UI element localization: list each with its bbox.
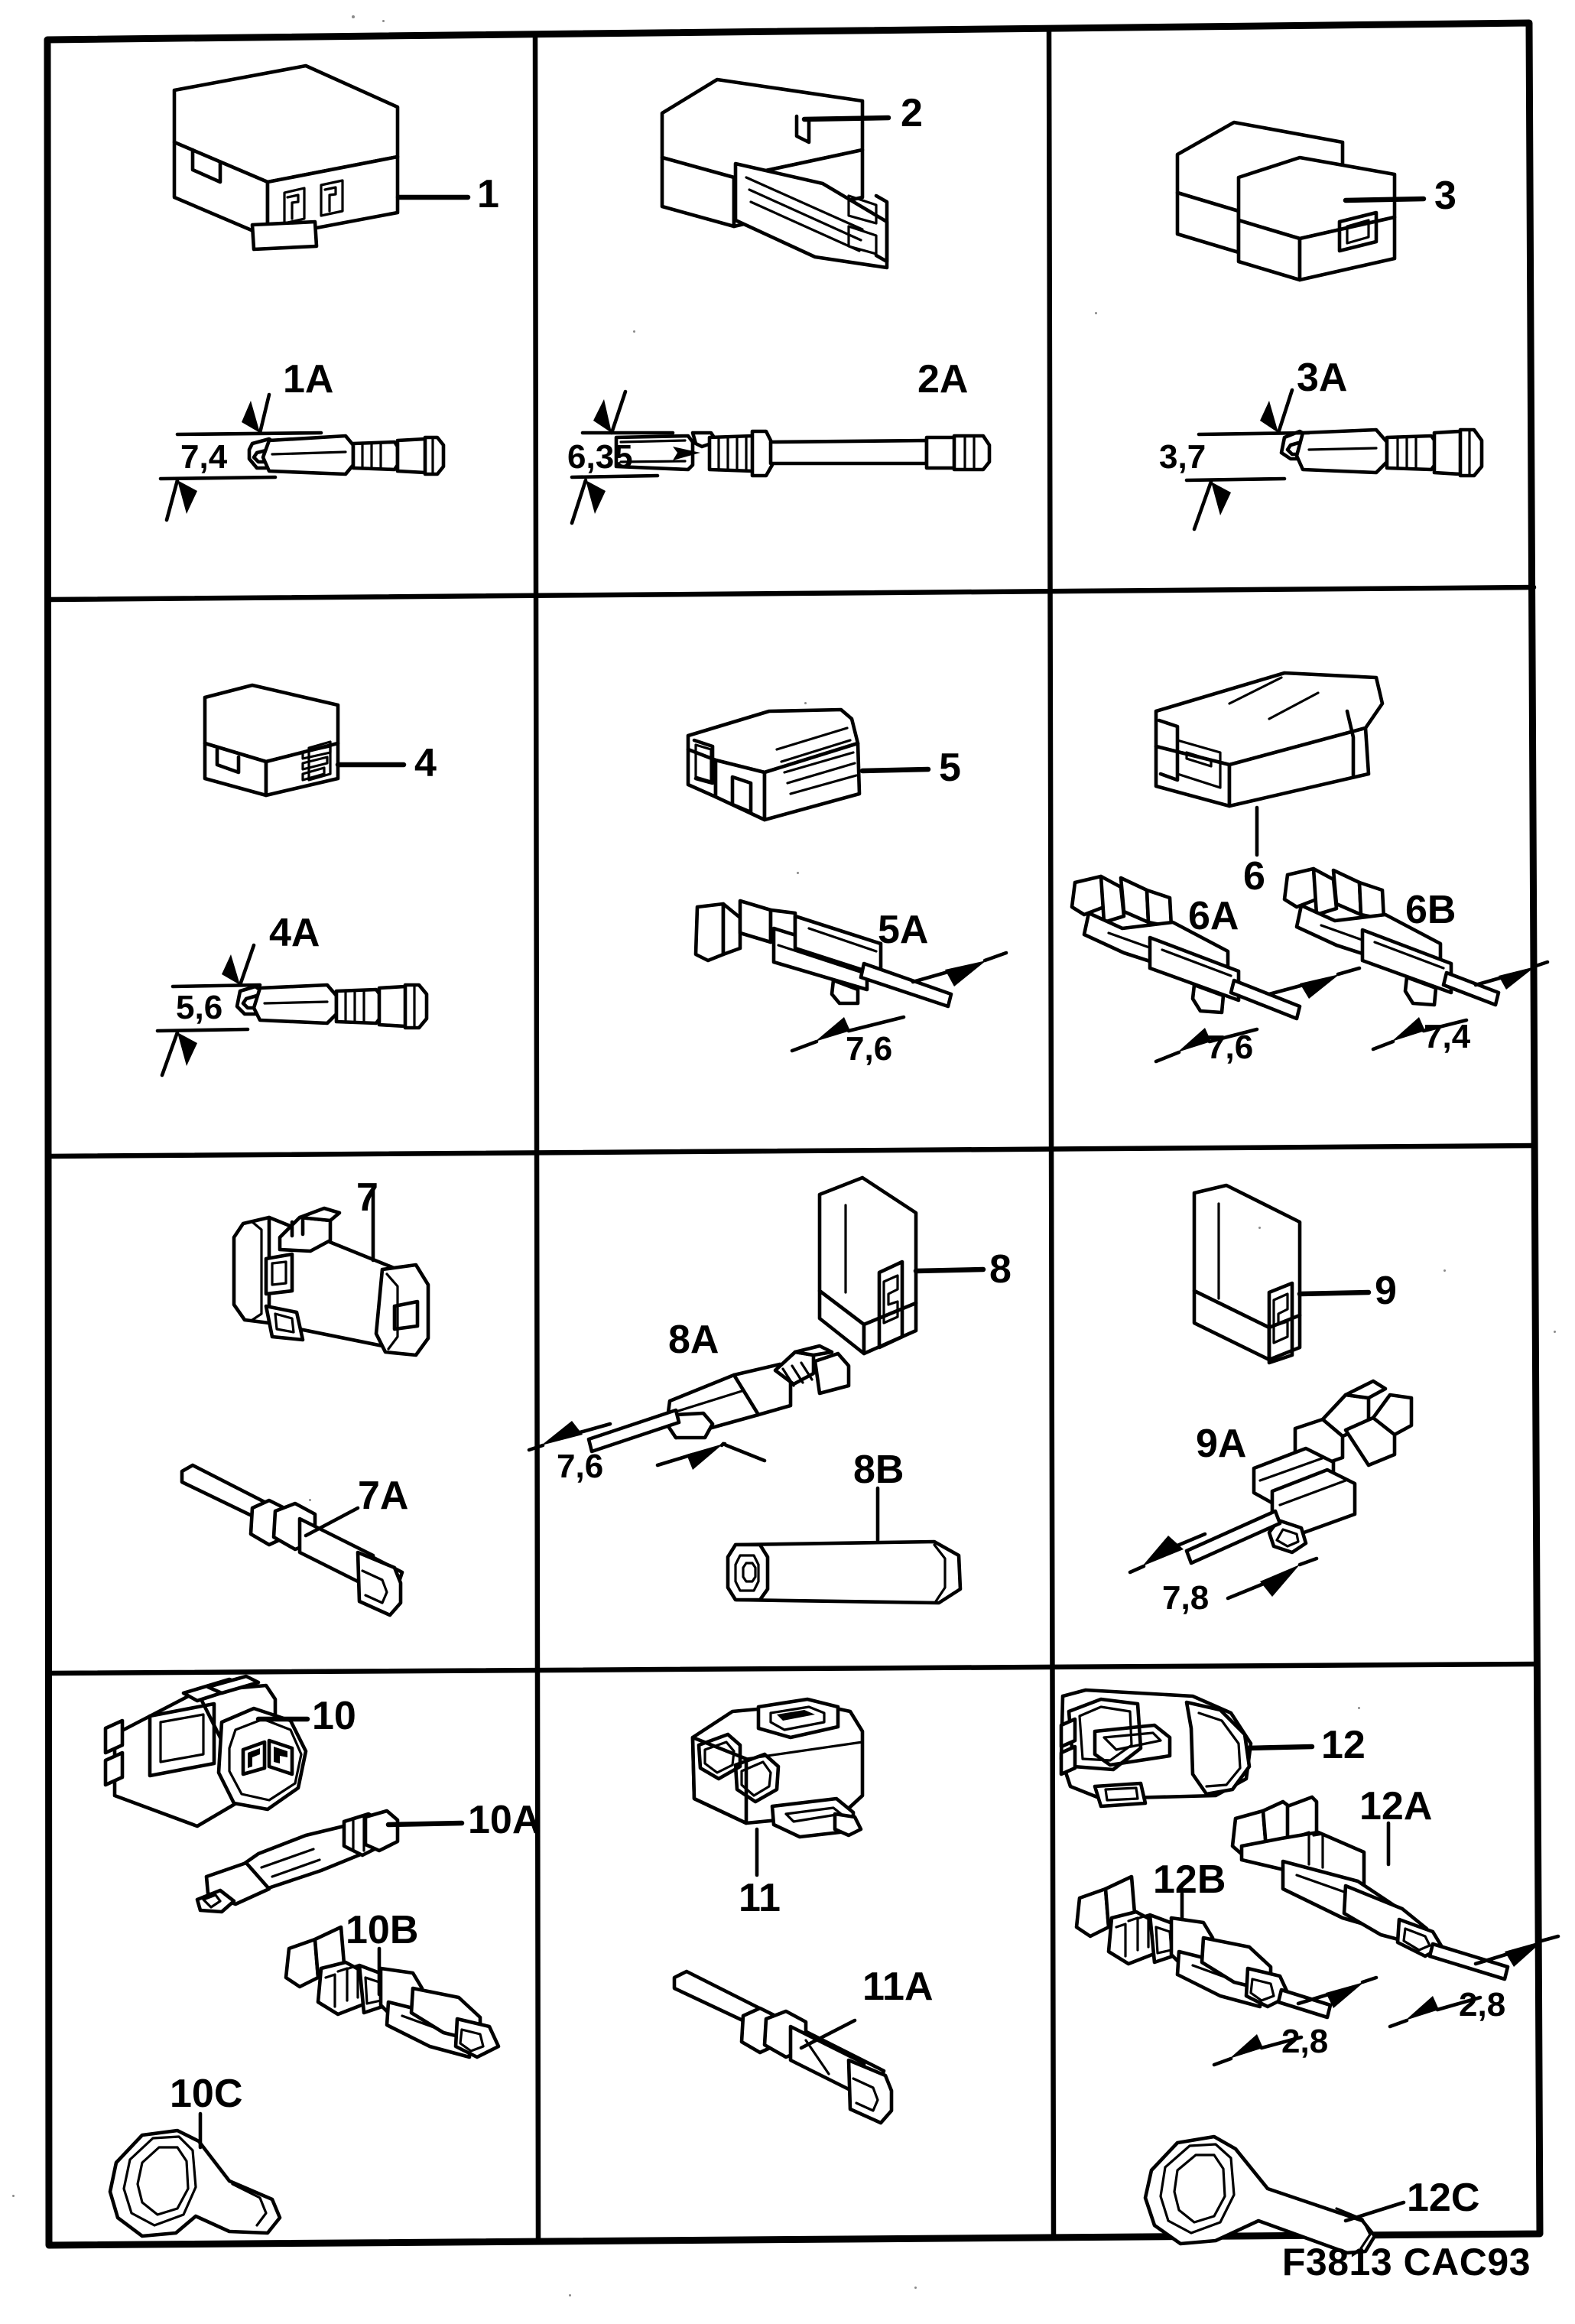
terminal-12b (1074, 1874, 1379, 2067)
callout-label-7a: 7A (358, 1474, 409, 1518)
callout-label-1: 1 (477, 172, 499, 216)
scan-speck (1554, 1331, 1556, 1333)
scan-speck (1258, 1227, 1261, 1229)
connector-5-housing (686, 707, 862, 822)
callout-label-6a: 6A (1188, 894, 1239, 938)
scan-speck (569, 2294, 571, 2296)
cell-10-artwork (103, 1674, 501, 2238)
dimension-2a: 6,35 (567, 438, 633, 476)
sheet-code: F3813 CAC93 (1281, 2241, 1531, 2283)
dimension-12b: 2,8 (1281, 2023, 1329, 2060)
sleeve-8b (726, 1539, 963, 1605)
terminal-10a (195, 1809, 400, 1914)
callout-label-10c: 10C (170, 2072, 243, 2116)
callout-label-4: 4 (414, 741, 437, 785)
callout-label-1a: 1A (283, 357, 334, 401)
connector-2-housing (660, 77, 889, 270)
callout-label-6b: 6B (1405, 888, 1456, 932)
dimension-6a: 7,6 (1206, 1029, 1254, 1066)
callout-label-2a: 2A (917, 357, 969, 401)
dimension-1a: 7,4 (180, 438, 228, 476)
dimension-6b: 7,4 (1424, 1018, 1471, 1055)
connector-8-housing (817, 1175, 918, 1356)
terminal-11a (672, 1969, 894, 2125)
terminal-9a (1128, 1379, 1414, 1601)
cell-9-artwork (1128, 1183, 1414, 1601)
scan-speck (1095, 312, 1097, 314)
callout-label-3: 3 (1434, 174, 1456, 218)
cell-12-artwork (1059, 1688, 1560, 2255)
dimension-4a: 5,6 (176, 989, 223, 1026)
callout-label-10b: 10B (346, 1908, 419, 1952)
callout-label-11: 11 (739, 1876, 781, 1920)
callout-label-12b: 12B (1153, 1858, 1226, 1902)
connector-4-housing (203, 683, 340, 798)
terminal-5a (693, 899, 1008, 1053)
cell-7-artwork (180, 1188, 430, 1617)
callout-label-8: 8 (989, 1247, 1012, 1292)
callout-label-9: 9 (1375, 1269, 1397, 1313)
scan-speck (12, 2195, 15, 2197)
callout-label-12a: 12A (1359, 1784, 1433, 1828)
scan-speck (804, 702, 807, 704)
dimension-12a: 2,8 (1459, 1986, 1506, 2023)
dimension-8a: 7,6 (557, 1448, 604, 1485)
cell-11-artwork (672, 1697, 894, 2125)
callout-label-5: 5 (939, 746, 961, 790)
callout-label-9a: 9A (1196, 1422, 1247, 1466)
callout-label-4a: 4A (269, 911, 320, 955)
terminal-12a (1230, 1795, 1560, 2029)
callout-label-6: 6 (1243, 854, 1265, 899)
dimension-9a: 7,8 (1162, 1579, 1210, 1617)
scan-speck (309, 1499, 311, 1501)
terminal-2a (570, 389, 992, 525)
connector-1-housing (172, 63, 400, 239)
grommet-12c (1143, 2134, 1377, 2255)
scan-speck (797, 872, 799, 874)
callout-label-7: 7 (356, 1175, 378, 1220)
callout-label-12: 12 (1321, 1723, 1366, 1767)
callout-label-8a: 8A (668, 1318, 719, 1362)
connector-6-housing (1154, 671, 1385, 808)
connector-12-housing (1059, 1688, 1253, 1809)
connector-11-housing (690, 1697, 865, 1839)
grommet-10c (108, 2128, 282, 2238)
scan-speck (633, 330, 635, 333)
connector-7-housing (232, 1206, 430, 1357)
callout-label-8b: 8B (853, 1448, 904, 1492)
connector-10-housing (103, 1674, 308, 1828)
dimension-3a: 3,7 (1159, 438, 1206, 476)
scan-speck (1358, 1707, 1360, 1709)
callout-label-5a: 5A (878, 908, 929, 952)
callout-label-10a: 10A (468, 1798, 541, 1842)
dimension-5a: 7,6 (846, 1030, 893, 1068)
scan-speck (352, 15, 355, 18)
scan-speck (914, 2287, 917, 2289)
cell-2-artwork (570, 77, 992, 525)
scan-speck (382, 20, 385, 22)
callout-label-10: 10 (312, 1694, 356, 1738)
callout-label-3a: 3A (1297, 356, 1348, 400)
callout-label-2: 2 (901, 91, 923, 135)
callout-label-11a: 11A (862, 1965, 934, 2009)
cell-8-artwork (527, 1175, 986, 1605)
terminal-3a (1184, 388, 1484, 531)
scan-speck (1443, 1269, 1446, 1272)
connector-9-housing (1192, 1183, 1302, 1365)
cell-6-artwork (1070, 671, 1550, 1064)
callout-label-12c: 12C (1407, 2176, 1480, 2220)
connector-3-housing (1175, 120, 1397, 282)
